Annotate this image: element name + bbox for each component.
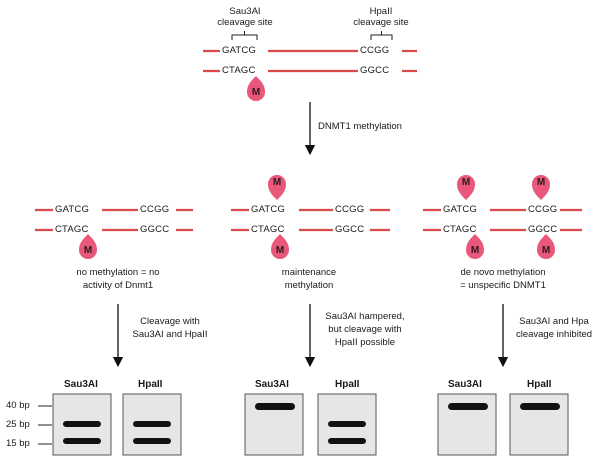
methyl-label: M xyxy=(470,245,480,256)
panel-1-dna xyxy=(35,208,193,259)
sau3ai-site-label: Sau3AI cleavage site xyxy=(217,6,273,28)
gel-2-lane-1-label: Sau3AI xyxy=(255,379,289,390)
methyl-label: M xyxy=(541,245,551,256)
methyl-marker xyxy=(247,76,265,101)
gel-1-lane-2-label: HpaII xyxy=(138,379,163,390)
panel-1-caption: no methylation = no activity of Dnmt1 xyxy=(76,267,160,291)
hpaii-site-label: HpaII cleavage site xyxy=(353,6,409,28)
gel-band xyxy=(133,438,171,444)
ladder-label-25bp: 25 bp xyxy=(6,419,30,430)
gel-3-lane-2-label: HpaII xyxy=(527,379,552,390)
panel-1-seq-left-bottom: CTAGC xyxy=(55,224,89,235)
ladder-label-15bp: 15 bp xyxy=(6,438,30,449)
gel-3-lane-1-label: Sau3AI xyxy=(448,379,482,390)
methyl-label: M xyxy=(251,87,261,98)
methyl-marker xyxy=(271,234,289,259)
methyl-marker xyxy=(466,234,484,259)
panel-1-seq-right-top: CCGG xyxy=(140,204,170,215)
top-dna xyxy=(203,31,417,101)
gel-band xyxy=(520,403,560,410)
gel-band xyxy=(328,421,366,427)
methyl-label: M xyxy=(536,177,546,188)
panel-2-seq-left-top: GATCG xyxy=(251,204,286,215)
panel-2-seq-right-bottom: GGCC xyxy=(335,224,365,235)
gel-set-3 xyxy=(437,393,569,456)
methyl-label: M xyxy=(461,177,471,188)
panel-3-seq-left-top: GATCG xyxy=(443,204,478,215)
methyl-marker xyxy=(79,234,97,259)
gel-2-lane-2-label: HpaII xyxy=(335,379,360,390)
top-seq-right-bottom: GGCC xyxy=(360,65,390,76)
top-seq-left-bottom: CTAGC xyxy=(222,65,256,76)
panel-1-arrow-label: Cleavage with Sau3AI and HpaII xyxy=(132,316,208,340)
gel-band xyxy=(255,403,295,410)
gel-band xyxy=(133,421,171,427)
methyl-marker xyxy=(532,175,550,200)
panel-1-seq-right-bottom: GGCC xyxy=(140,224,170,235)
methyl-label: M xyxy=(272,177,282,188)
top-seq-left-top: GATCG xyxy=(222,45,257,56)
top-seq-right-top: CCGG xyxy=(360,45,390,56)
sau3ai-site-bracket xyxy=(231,31,258,40)
hpaii-site-bracket xyxy=(370,31,393,40)
panel-3-seq-right-top: CCGG xyxy=(528,204,558,215)
panel-2-seq-left-bottom: CTAGC xyxy=(251,224,285,235)
methyl-marker xyxy=(268,175,286,200)
panel-3-dna xyxy=(423,175,582,259)
gel-band xyxy=(63,438,101,444)
gel-band xyxy=(63,421,101,427)
panel-3-caption: de novo methylation = unspecific DNMT1 xyxy=(460,267,546,291)
panel-2-arrow-label: Sau3AI hampered, but cleavage with HpaII… xyxy=(325,311,405,348)
step1-label: DNMT1 methylation xyxy=(318,121,402,132)
panel-3-arrow-label: Sau3AI and Hpa cleavage inhibited xyxy=(515,316,593,340)
gel-set-2 xyxy=(244,393,377,456)
panel-1-seq-left-top: GATCG xyxy=(55,204,90,215)
methyl-label: M xyxy=(275,245,285,256)
gel-set-1 xyxy=(38,393,182,456)
gel-1-lane-1-label: Sau3AI xyxy=(64,379,98,390)
methyl-label: M xyxy=(83,245,93,256)
methyl-marker xyxy=(537,234,555,259)
panel-2-dna xyxy=(231,175,390,259)
panel-3-seq-left-bottom: CTAGC xyxy=(443,224,477,235)
ladder-label-40bp: 40 bp xyxy=(6,400,30,411)
methyl-marker xyxy=(457,175,475,200)
gel-band xyxy=(328,438,366,444)
panel-2-caption: maintenance methylation xyxy=(281,267,337,291)
panel-2-seq-right-top: CCGG xyxy=(335,204,365,215)
gel-band xyxy=(448,403,488,410)
panel-3-seq-right-bottom: GGCC xyxy=(528,224,558,235)
